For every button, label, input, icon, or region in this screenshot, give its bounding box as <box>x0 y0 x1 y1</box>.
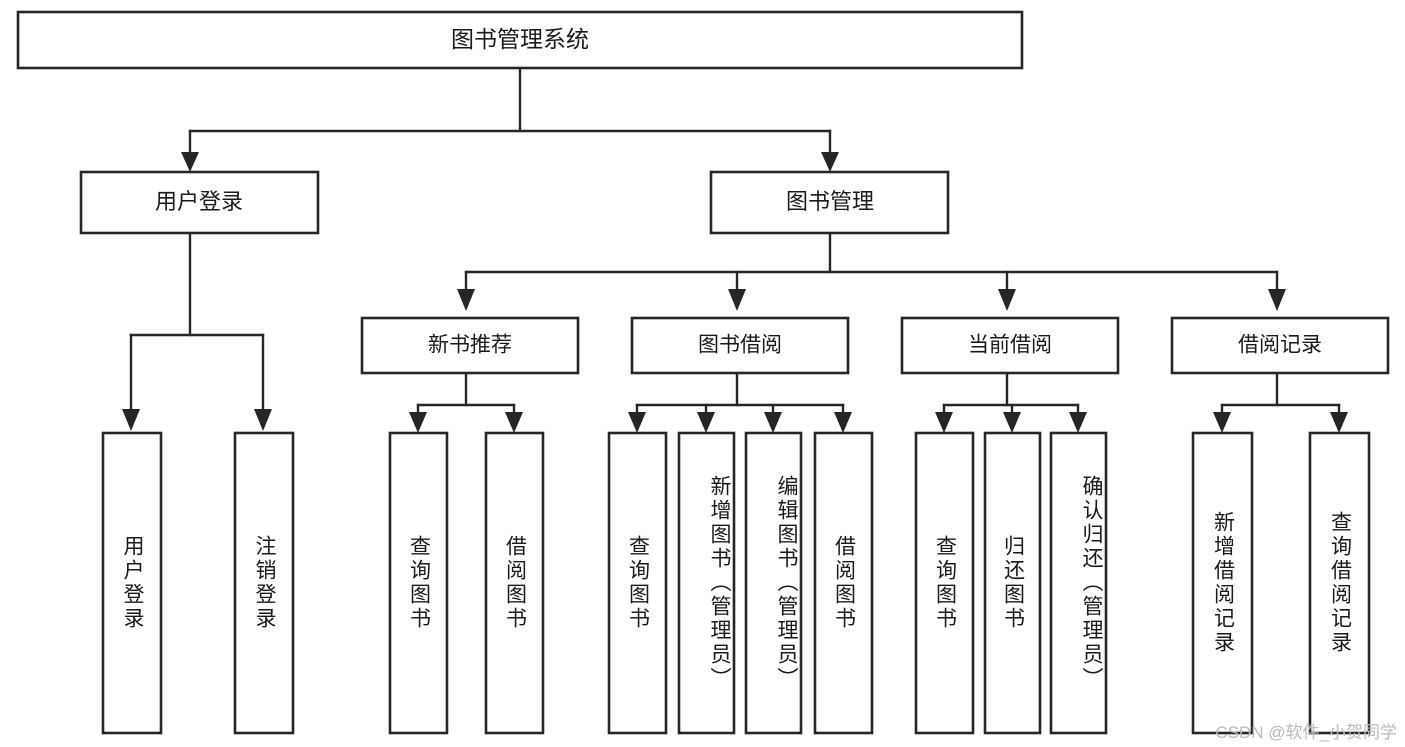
node-root-box[interactable] <box>16 10 1024 70</box>
leaf-add-record-box[interactable] <box>1191 431 1254 735</box>
arrow-to-book-manage <box>821 152 839 172</box>
node-borrow-record-label: 借阅记录 <box>1238 334 1322 357</box>
node-new-book-recommend[interactable]: 新书推荐 <box>360 316 580 375</box>
leaf-return-book-box[interactable] <box>983 431 1042 735</box>
leaf-logout-login-box[interactable] <box>233 431 295 735</box>
node-current-borrow-label: 当前借阅 <box>968 334 1052 357</box>
node-book-borrow-label: 图书借阅 <box>698 334 782 357</box>
node-borrow-record-box[interactable] <box>1170 316 1390 375</box>
node-borrow-record[interactable]: 借阅记录 <box>1170 316 1390 375</box>
node-current-borrow-box[interactable] <box>900 316 1120 375</box>
arrow-leaf-borrow-book-1 <box>505 412 523 433</box>
arrow-to-new-book-recommend <box>457 289 475 311</box>
edge-layer <box>122 66 1348 433</box>
leaf-query-book-3-label: 查询图书 <box>933 535 957 631</box>
leaf-query-book-1-box[interactable] <box>388 431 449 735</box>
node-current-borrow[interactable]: 当前借阅 <box>900 316 1120 375</box>
arrow-leaf-confirm-return <box>1069 412 1087 433</box>
leaf-borrow-book-2-label: 借阅图书 <box>832 535 856 631</box>
leaf-query-book-3-box[interactable] <box>914 431 975 735</box>
node-root-label: 图书管理系统 <box>451 26 589 52</box>
node-new-book-recommend-box[interactable] <box>360 316 580 375</box>
arrow-leaf-add-record <box>1213 412 1231 433</box>
node-book-manage[interactable]: 图书管理 <box>709 170 950 235</box>
arrow-leaf-query-book-1 <box>409 412 427 433</box>
arrow-leaf-query-record <box>1330 412 1348 433</box>
leaf-edit-book-label: 编辑图书（管理员） <box>775 475 798 691</box>
arrow-leaf-query-book-2 <box>628 412 646 433</box>
leaf-query-record-box[interactable] <box>1308 431 1371 735</box>
leaf-logout-login-label: 注销登录 <box>253 535 276 631</box>
leaf-query-book-2-box[interactable] <box>607 431 668 735</box>
arrow-leaf-edit-book <box>764 412 782 433</box>
arrow-to-current-borrow <box>998 289 1016 311</box>
arrow-leaf-add-book <box>697 412 715 433</box>
arrow-to-book-borrow <box>728 289 746 311</box>
leaf-query-record-label: 查询借阅记录 <box>1328 511 1352 655</box>
leaf-add-book-label: 新增图书（管理员） <box>708 475 731 691</box>
leaf-borrow-book-1-box[interactable] <box>484 431 545 735</box>
arrow-to-user-login <box>181 152 199 172</box>
arrow-leaf-logout-login <box>254 409 272 431</box>
leaf-confirm-return-box[interactable] <box>1049 431 1108 735</box>
leaf-add-record-label: 新增借阅记录 <box>1211 511 1235 655</box>
leaf-user-login-label: 用户登录 <box>121 535 144 631</box>
leaf-borrow-book-1-label: 借阅图书 <box>503 535 527 631</box>
leaf-query-book-2-label: 查询图书 <box>626 535 650 631</box>
leaf-borrow-book-2-box[interactable] <box>813 431 874 735</box>
leaf-add-book-box[interactable] <box>677 431 736 735</box>
leaf-edit-book-box[interactable] <box>744 431 803 735</box>
leaf-user-login-box[interactable] <box>101 431 163 735</box>
arrow-leaf-user-login <box>122 409 140 431</box>
arrow-leaf-return-book <box>1003 412 1021 433</box>
leaf-box-layer <box>101 431 1371 735</box>
node-book-manage-box[interactable] <box>709 170 950 235</box>
node-book-borrow-box[interactable] <box>630 316 850 375</box>
node-new-book-recommend-label: 新书推荐 <box>428 334 512 357</box>
arrow-leaf-query-book-3 <box>935 412 953 433</box>
leaf-confirm-return-label: 确认归还（管理员） <box>1080 475 1103 691</box>
node-book-borrow[interactable]: 图书借阅 <box>630 316 850 375</box>
leaf-return-book-label: 归还图书 <box>1001 535 1025 631</box>
node-user-login-label: 用户登录 <box>155 189 243 214</box>
arrow-leaf-borrow-book-2 <box>834 412 852 433</box>
leaf-query-book-1-label: 查询图书 <box>407 535 431 631</box>
node-user-login[interactable]: 用户登录 <box>79 170 320 235</box>
arrow-to-borrow-record <box>1268 289 1286 311</box>
node-book-manage-label: 图书管理 <box>786 189 874 214</box>
node-root[interactable]: 图书管理系统 <box>16 10 1024 70</box>
node-user-login-box[interactable] <box>79 170 320 235</box>
